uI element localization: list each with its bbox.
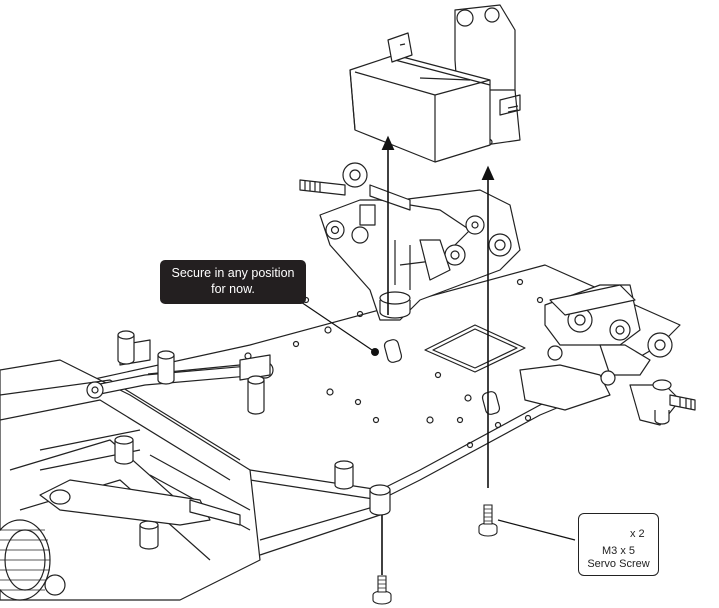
callout-line-2: for now. [160,281,306,297]
servo-screw-right [479,505,575,540]
part-size: M3 x 5 [579,545,658,558]
part-name: Servo Screw [579,558,658,571]
callout-line-1: Secure in any position [160,265,306,281]
part-quantity: x 2 [630,528,645,540]
servo-screw-front [373,576,391,604]
instruction-callout: Secure in any position for now. [160,260,306,304]
parts-list-box: x 2 M3 x 5 Servo Screw [578,513,659,576]
